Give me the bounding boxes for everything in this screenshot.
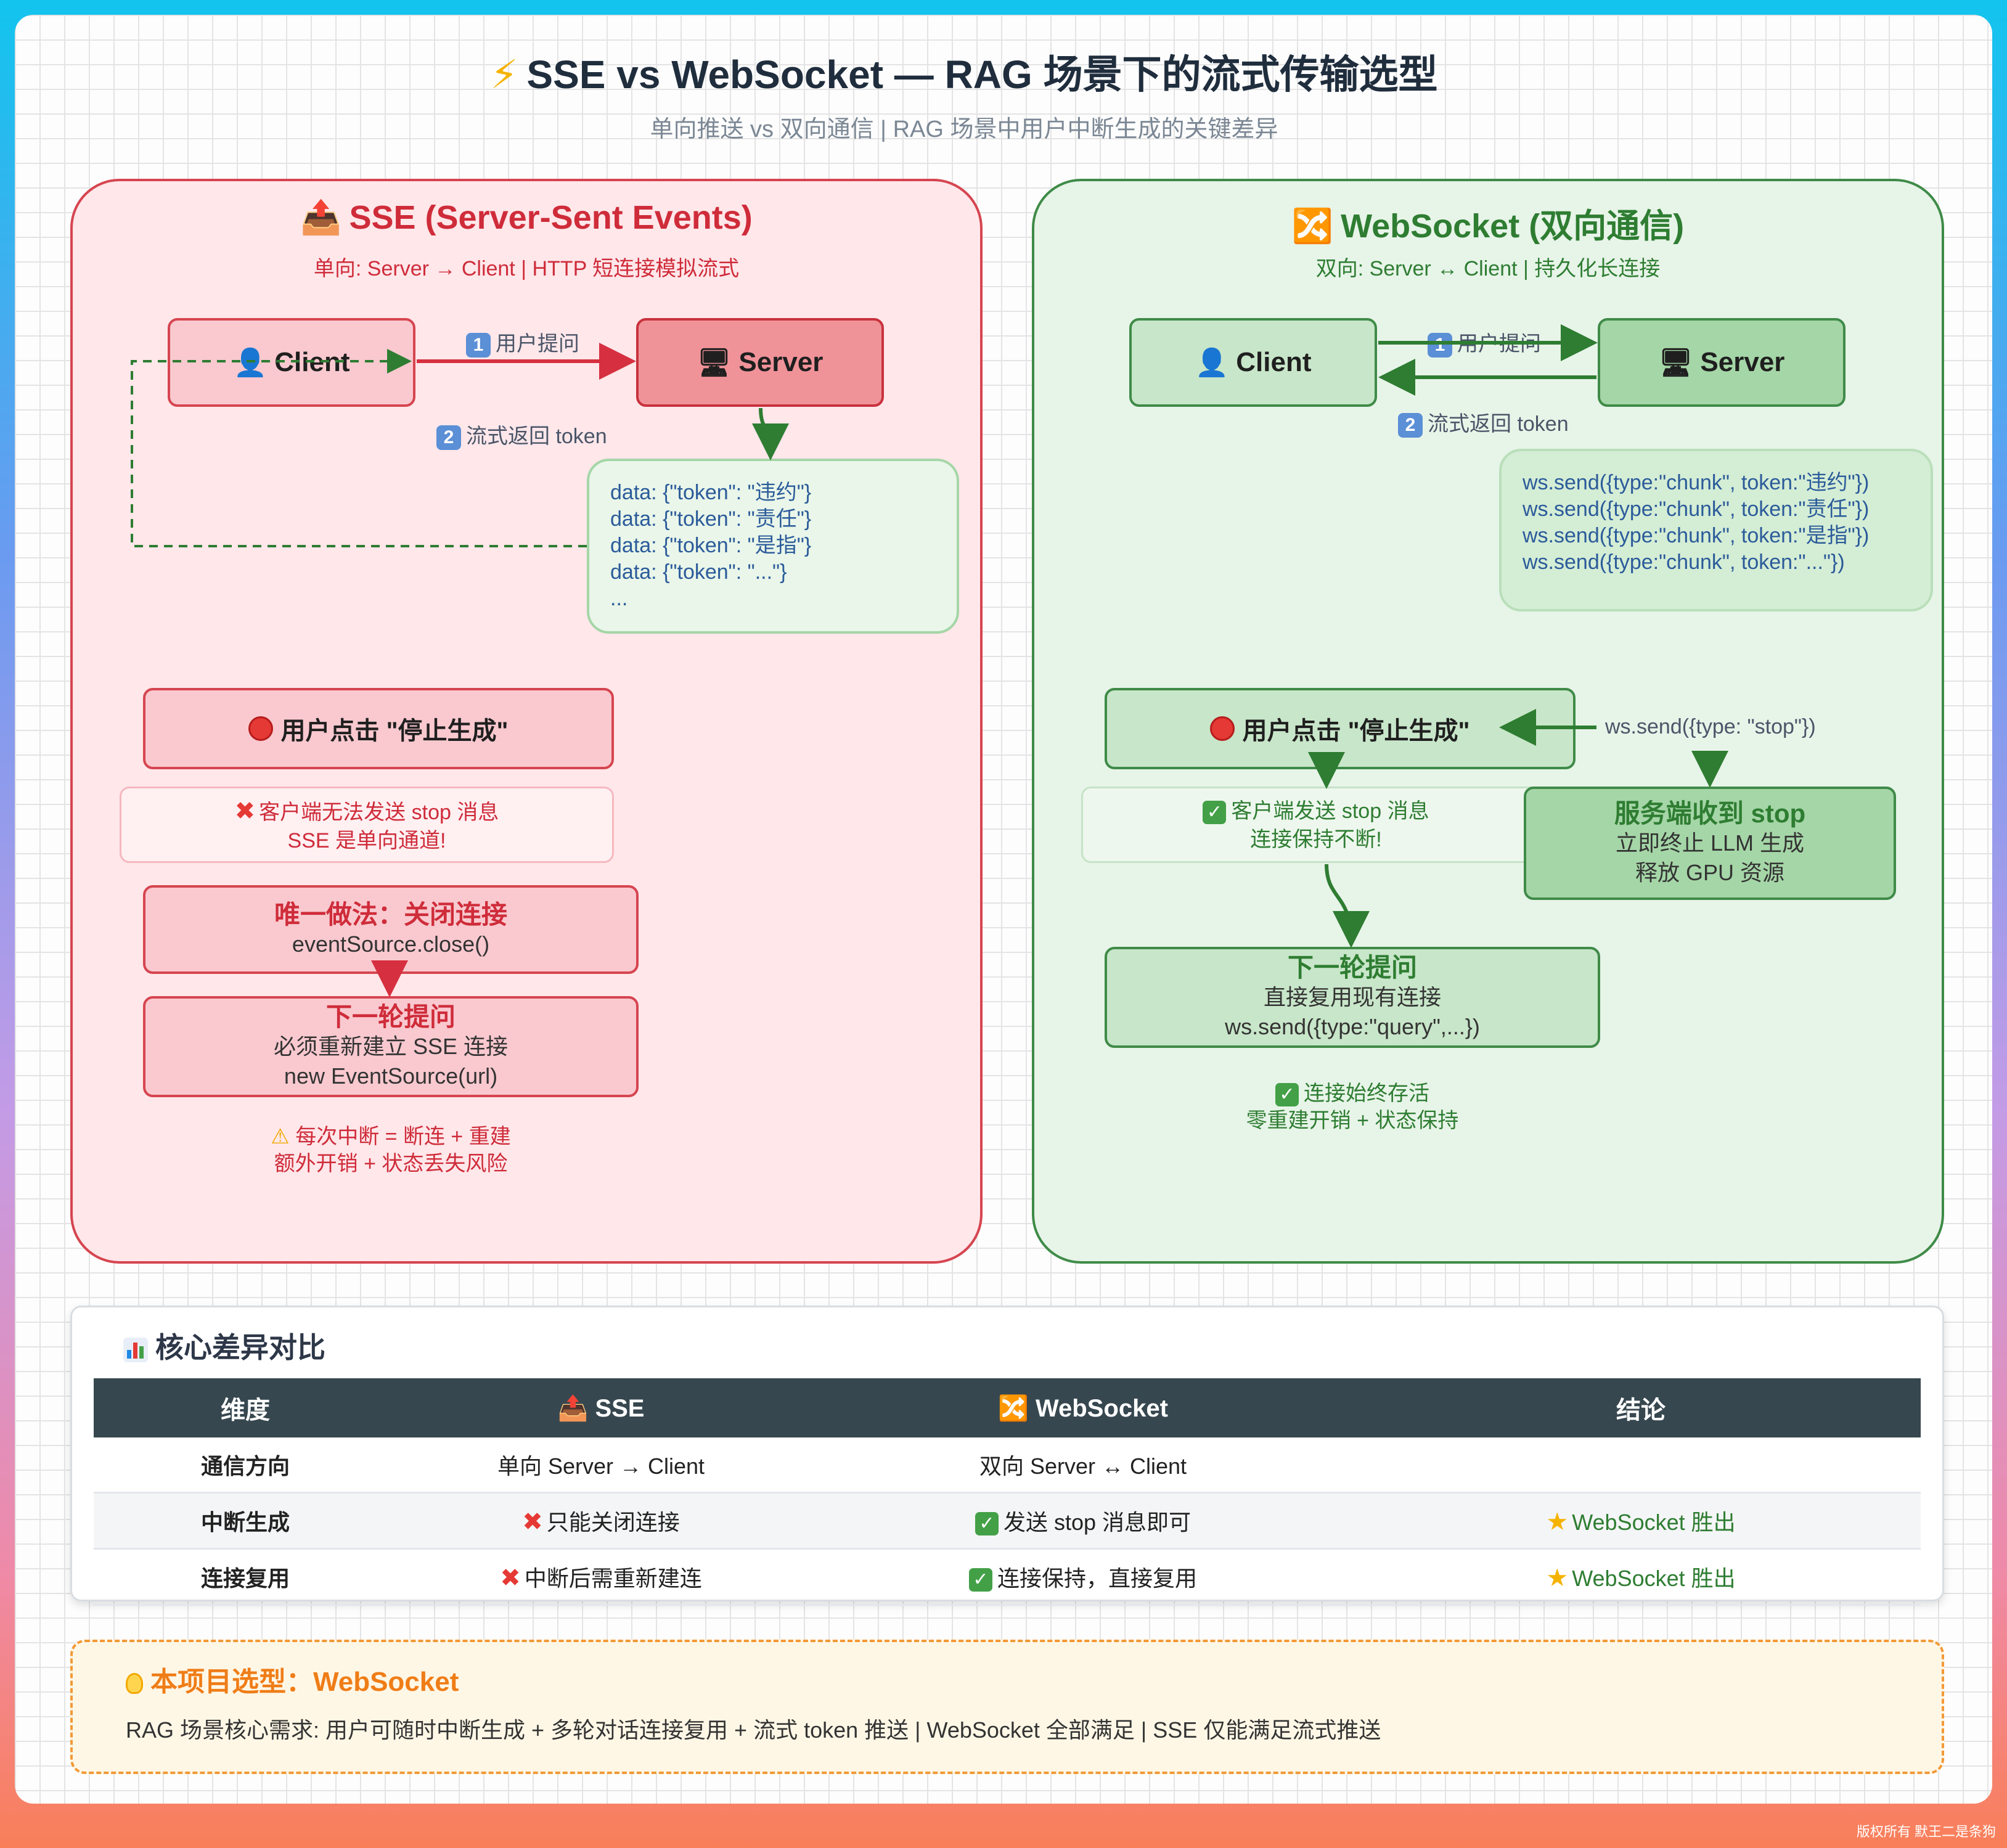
- table-row: 中断生成 ✖只能关闭连接 ✓发送 stop 消息即可 ★WebSocket 胜出: [94, 1492, 1921, 1550]
- outbox-icon: 📤: [300, 199, 342, 236]
- project-choice-title: 本项目选型：WebSocket: [126, 1659, 459, 1699]
- step-1-badge: 1: [1428, 333, 1452, 358]
- check-icon: ✓: [968, 1568, 992, 1592]
- ws-panel-title: 🔀WebSocket (双向通信): [1291, 208, 1685, 245]
- table-row: 通信方向 单向 Server → Client 双向 Server ↔ Clie…: [94, 1437, 1921, 1494]
- code-line: ws.send({type:"chunk", token:"是指"}): [1523, 524, 1870, 547]
- code-line: data: {"token": "是指"}: [610, 534, 812, 557]
- ws-client-node: 👤Client: [1129, 318, 1377, 407]
- sse-client-node: 👤Client: [168, 318, 415, 407]
- project-choice-card: [70, 1640, 1944, 1774]
- ws-alive-note: ✓连接始终存活 零重建开销 + 状态保持: [1246, 1082, 1459, 1132]
- stop-icon: [248, 716, 274, 741]
- shuffle-icon: 🔀: [1291, 208, 1334, 245]
- ws-server-stop-box: 服务端收到 stop 立即终止 LLM 生成 释放 GPU 资源: [1524, 787, 1896, 900]
- cross-icon: ✖: [522, 1508, 543, 1535]
- col-dimension: 维度: [94, 1378, 397, 1437]
- user-icon: 👤: [233, 348, 268, 378]
- check-icon: ✓: [1203, 801, 1227, 825]
- col-websocket: 🔀 WebSocket: [805, 1378, 1361, 1437]
- star-icon: ★: [1546, 1508, 1569, 1535]
- ws-panel-subtitle: 双向: Server ↔ Client | 持久化长连接: [1315, 257, 1661, 280]
- code-line: data: {"token": "责任"}: [610, 507, 812, 531]
- ws-next-box: 下一轮提问 直接复用现有连接 ws.send({type:"query",...…: [1105, 947, 1600, 1048]
- sse-panel-title: 📤SSE (Server-Sent Events): [300, 199, 753, 236]
- cell-sse: ✖只能关闭连接: [397, 1492, 805, 1550]
- cell-dimension: 中断生成: [94, 1492, 397, 1550]
- stop-icon: [1210, 716, 1235, 741]
- sse-stream-code: data: {"token": "违约"} data: {"token": "责…: [587, 459, 959, 634]
- page-title: ⚡SSE vs WebSocket — RAG 场景下的流式传输选型: [490, 52, 1438, 97]
- copyright-footer: 版权所有 默王二是条狗: [1856, 1824, 1996, 1839]
- sse-next-box: 下一轮提问 必须重新建立 SSE 连接 new EventSource(url): [143, 996, 639, 1097]
- cell-websocket: ✓发送 stop 消息即可: [805, 1492, 1361, 1550]
- page-subtitle: 单向推送 vs 双向通信 | RAG 场景中用户中断生成的关键差异: [650, 117, 1278, 142]
- cell-verdict: ★WebSocket 胜出: [1361, 1548, 1921, 1606]
- cell-dimension: 通信方向: [94, 1437, 397, 1494]
- sse-panel-subtitle: 单向: Server → Client | HTTP 短连接模拟流式: [313, 257, 740, 280]
- sse-fail-note: ✖客户端无法发送 stop 消息 SSE 是单向通道!: [120, 787, 614, 863]
- check-icon: ✓: [975, 1512, 999, 1536]
- code-line: data: {"token": "违约"}: [610, 481, 812, 504]
- comparison-title: 核心差异对比: [123, 1325, 325, 1366]
- lightning-icon: ⚡: [490, 52, 518, 97]
- cross-icon: ✖: [500, 1564, 521, 1592]
- ws-ok-note: ✓客户端发送 stop 消息 连接保持不断!: [1081, 787, 1551, 863]
- cell-websocket: ✓连接保持，直接复用: [805, 1548, 1361, 1606]
- code-line: ws.send({type:"chunk", token:"..."}): [1523, 550, 1845, 574]
- check-icon: ✓: [1275, 1083, 1299, 1107]
- ws-stop-message: ws.send({type: "stop"}): [1605, 715, 1816, 738]
- cell-websocket: 双向 Server ↔ Client: [805, 1437, 1361, 1494]
- code-line: data: {"token": "..."}: [610, 560, 787, 584]
- step-2-badge: 2: [1398, 413, 1423, 438]
- cross-icon: ✖: [234, 798, 256, 825]
- code-line: ws.send({type:"chunk", token:"违约"}): [1523, 471, 1870, 494]
- ws-server-node: 🖥Server: [1598, 318, 1846, 407]
- step-2-badge: 2: [436, 425, 461, 451]
- star-icon: ★: [1546, 1564, 1569, 1592]
- cell-sse: 单向 Server → Client: [397, 1437, 805, 1494]
- sse-server-node: 🖥Server: [636, 318, 884, 407]
- computer-icon: 🖥: [1658, 348, 1693, 378]
- outbox-icon: 📤: [557, 1394, 589, 1422]
- user-icon: 👤: [1195, 348, 1229, 378]
- code-line: ws.send({type:"chunk", token:"责任"}): [1523, 497, 1870, 521]
- cell-dimension: 连接复用: [94, 1548, 397, 1606]
- cell-verdict: [1361, 1437, 1921, 1494]
- sse-close-box: 唯一做法：关闭连接 eventSource.close(): [143, 885, 639, 974]
- col-sse: 📤 SSE: [397, 1378, 805, 1437]
- table-row: 连接复用 ✖中断后需重新建连 ✓连接保持，直接复用 ★WebSocket 胜出: [94, 1548, 1921, 1606]
- ws-stop-button: 用户点击 "停止生成": [1105, 688, 1576, 769]
- computer-icon: 🖥: [697, 348, 732, 378]
- lightbulb-icon: [126, 1673, 143, 1695]
- step-1-badge: 1: [466, 333, 491, 358]
- bar-chart-icon: [123, 1337, 148, 1362]
- cell-verdict: ★WebSocket 胜出: [1361, 1492, 1921, 1550]
- project-choice-desc: RAG 场景核心需求: 用户可随时中断生成 + 多轮对话连接复用 + 流式 to…: [126, 1717, 1381, 1743]
- cell-sse: ✖中断后需重新建连: [397, 1548, 805, 1606]
- warning-icon: ⚠: [271, 1125, 290, 1148]
- ws-stream-code: ws.send({type:"chunk", token:"违约"}) ws.s…: [1499, 449, 1933, 611]
- col-verdict: 结论: [1361, 1378, 1921, 1437]
- sse-warning: ⚠ 每次中断 = 断连 + 重建 额外开销 + 状态丢失风险: [271, 1125, 511, 1175]
- shuffle-icon: 🔀: [998, 1394, 1029, 1422]
- comparison-table: 维度 📤 SSE 🔀 WebSocket 结论 通信方向 单向 Server →…: [94, 1378, 1921, 1606]
- sse-stop-button: 用户点击 "停止生成": [143, 688, 614, 769]
- code-line: ...: [610, 587, 628, 610]
